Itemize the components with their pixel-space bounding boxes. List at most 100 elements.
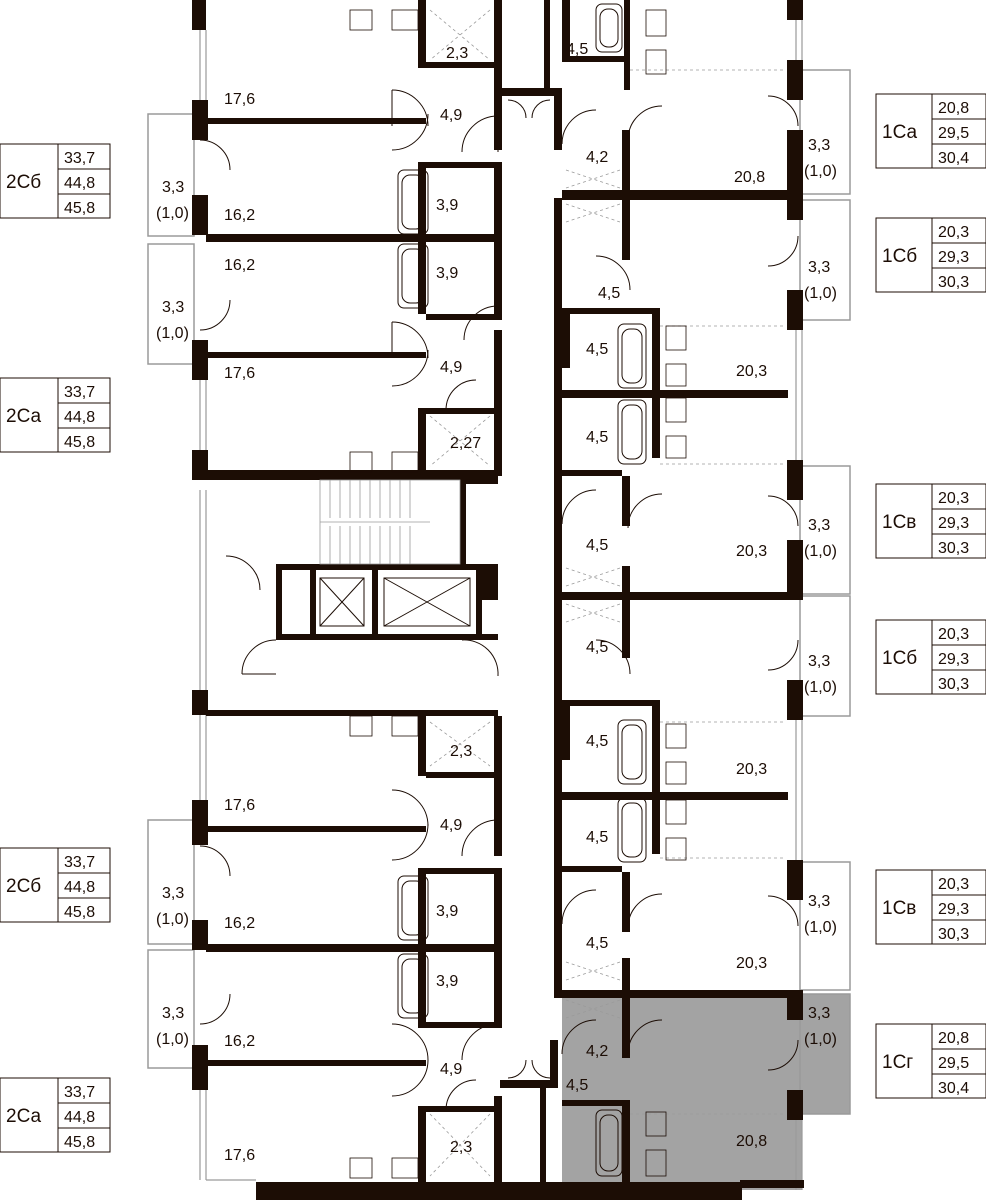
legend-box[interactable] — [875, 1023, 986, 1099]
room-area-label: 17,6 — [224, 1147, 255, 1164]
room-area-label: 4,9 — [440, 359, 462, 376]
legend-value: 29,3 — [938, 249, 969, 266]
stairwell — [319, 479, 461, 565]
room-area-label: 3,3 — [808, 653, 830, 670]
room-area-label: 4,5 — [566, 1077, 588, 1094]
legend-value: 45,8 — [64, 200, 95, 217]
legend-value: 30,4 — [938, 150, 969, 167]
room-area-label: 3,3 — [162, 179, 184, 196]
room-area-label: 4,5 — [586, 537, 608, 554]
legend-code: 2Сб — [6, 876, 41, 897]
legend-value: 44,8 — [64, 1109, 95, 1126]
room-area-label: 4,5 — [586, 829, 608, 846]
room-area-label: 20,3 — [736, 761, 767, 778]
room-area-label: 3,3 — [808, 137, 830, 154]
bathtubs — [397, 3, 647, 1177]
legend-value: 20,8 — [938, 1030, 969, 1047]
legend-value: 29,5 — [938, 1055, 969, 1072]
room-area-label: 4,9 — [440, 107, 462, 124]
legend-value: 29,3 — [938, 651, 969, 668]
legend-code: 1Сб — [882, 648, 917, 669]
legend-code: 2Са — [6, 406, 42, 427]
legend-value: 33,7 — [64, 150, 95, 167]
room-area-label: 16,2 — [224, 1033, 255, 1050]
legend-box[interactable] — [0, 377, 111, 453]
legend-code: 2Сб — [6, 172, 41, 193]
legend-value: 45,8 — [64, 1134, 95, 1151]
storage-closets — [429, 9, 786, 1177]
room-area-label: 3,3 — [162, 885, 184, 902]
legend-box[interactable] — [0, 847, 111, 923]
room-area-label: 3,3 — [808, 259, 830, 276]
legend-value: 20,3 — [938, 490, 969, 507]
legend-box[interactable] — [875, 93, 986, 169]
legend-value: 20,8 — [938, 100, 969, 117]
legend-code: 1Св — [882, 898, 916, 919]
room-area-label: (1,0) — [156, 325, 189, 342]
legend-value: 30,3 — [938, 274, 969, 291]
room-area-label: 3,9 — [436, 265, 458, 282]
legend-box[interactable] — [875, 869, 986, 945]
highlighted-apartment-1sg[interactable] — [562, 994, 850, 1190]
legend-code: 1Сг — [882, 1052, 913, 1073]
room-area-label: (1,0) — [804, 285, 837, 302]
kitchen-stoves — [349, 9, 687, 1179]
legend-box[interactable] — [875, 217, 986, 293]
legend-texts: 2Сб 33,7 44,8 45,8 2Са 33,7 44,8 45,8 2С… — [6, 100, 969, 1151]
room-area-label: 4,9 — [440, 817, 462, 834]
windows — [199, 20, 803, 1190]
legend-box[interactable] — [875, 619, 986, 695]
room-area-label: 2,27 — [450, 435, 481, 452]
room-area-label: 3,9 — [436, 973, 458, 990]
legend-value: 44,8 — [64, 879, 95, 896]
left-room-labels: 2,3 17,6 4,9 3,3 (1,0) 16,2 3,9 16,2 3,9… — [156, 45, 481, 1164]
room-area-label: 20,8 — [734, 169, 765, 186]
legend-value: 45,8 — [64, 434, 95, 451]
legend-value: 29,3 — [938, 515, 969, 532]
room-area-label: 17,6 — [224, 365, 255, 382]
elevators — [319, 577, 471, 627]
legend-value: 44,8 — [64, 409, 95, 426]
legend-value: 33,7 — [64, 1084, 95, 1101]
room-area-label: 2,3 — [446, 45, 468, 62]
room-area-label: 4,5 — [598, 285, 620, 302]
room-area-label: (1,0) — [156, 205, 189, 222]
room-area-label: 4,5 — [586, 639, 608, 656]
legend-code: 1Св — [882, 512, 916, 533]
room-area-label: (1,0) — [804, 679, 837, 696]
room-area-label: 3,9 — [436, 197, 458, 214]
legend-box[interactable] — [0, 1077, 111, 1153]
legend-value: 30,3 — [938, 926, 969, 943]
legend-box[interactable] — [875, 483, 986, 559]
right-room-labels: 4,5 4,2 20,8 3,3 (1,0) 3,3 (1,0) 4,5 4,5… — [566, 41, 837, 1150]
legend-box[interactable] — [0, 143, 111, 219]
legend-code: 1Сб — [882, 246, 917, 267]
door-swings — [199, 89, 799, 1111]
legend-value: 20,3 — [938, 626, 969, 643]
room-area-label: (1,0) — [804, 543, 837, 560]
room-area-label: (1,0) — [156, 911, 189, 928]
balconies — [147, 69, 851, 1115]
room-area-label: 3,3 — [808, 1005, 830, 1022]
legend-value: 20,3 — [938, 224, 969, 241]
legend-value: 29,5 — [938, 125, 969, 142]
legend-value: 30,3 — [938, 676, 969, 693]
room-area-label: 16,2 — [224, 915, 255, 932]
room-area-label: 3,3 — [808, 517, 830, 534]
room-area-label: 4,5 — [586, 733, 608, 750]
legend-code: 1Са — [882, 122, 918, 143]
room-area-label: (1,0) — [804, 163, 837, 180]
room-area-label: 20,3 — [736, 543, 767, 560]
legend-value: 30,3 — [938, 540, 969, 557]
legend-value: 30,4 — [938, 1080, 969, 1097]
room-area-label: 4,5 — [586, 429, 608, 446]
room-area-label: 20,3 — [736, 955, 767, 972]
legend-value: 33,7 — [64, 854, 95, 871]
room-area-label: 2,3 — [450, 1139, 472, 1156]
room-area-label: 3,9 — [436, 903, 458, 920]
legend-value: 33,7 — [64, 384, 95, 401]
room-area-label: 4,5 — [586, 341, 608, 358]
room-area-label: (1,0) — [156, 1031, 189, 1048]
room-area-label: 16,2 — [224, 257, 255, 274]
